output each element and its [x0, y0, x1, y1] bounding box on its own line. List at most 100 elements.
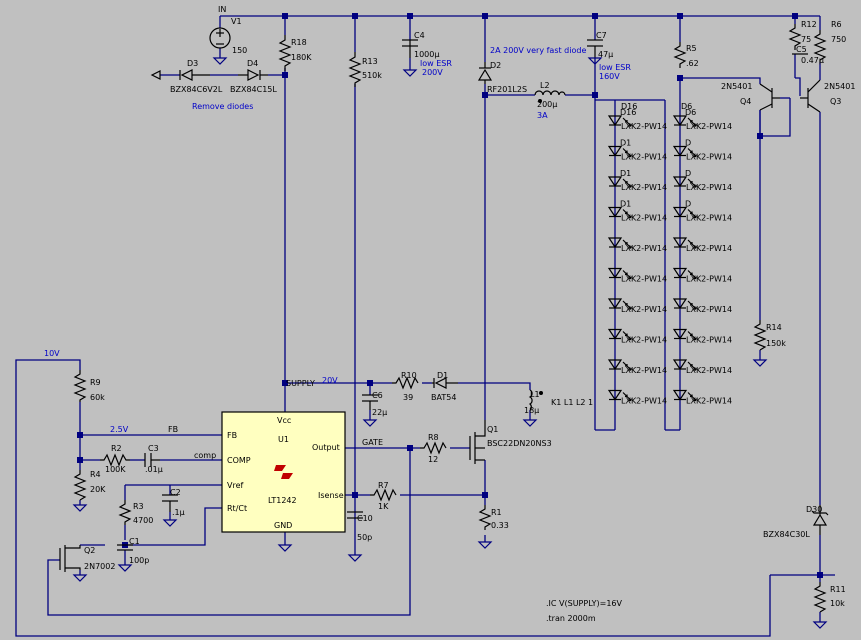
led-value: LXK2-PW14 [621, 153, 667, 162]
c4-note1: low ESR [420, 59, 452, 68]
r7-value: 1K [378, 502, 389, 511]
k1-coupling: K1 L1 L2 1 [551, 398, 593, 407]
r10-name: R10 [401, 371, 417, 380]
c7-value: 47µ [598, 50, 613, 59]
c6-name: C6 [372, 391, 383, 400]
left-led-8: LXK2-PW14 [607, 328, 667, 345]
pin-vcc: Vcc [277, 416, 291, 425]
r1-value: 0.33 [491, 521, 509, 530]
q2-name: Q2 [84, 546, 95, 555]
c10-value: 50p [357, 533, 372, 542]
d16-name: D16 [621, 102, 637, 111]
transistors [59, 79, 821, 572]
right-led-6: LXK2-PW14 [672, 267, 732, 284]
c5-value: 0.47µ [801, 56, 824, 65]
r2-value: 100K [105, 465, 126, 474]
q3-value: 2N5401 [824, 82, 855, 91]
left-led-7: LXK2-PW14 [607, 298, 667, 314]
right-led-7: LXK2-PW14 [672, 298, 732, 314]
r3-value: 4700 [133, 516, 153, 525]
led-name: D [685, 169, 691, 178]
r18-name: R18 [291, 38, 307, 47]
led-name: D [685, 139, 691, 148]
led-value: LXK2-PW14 [686, 244, 732, 253]
d2-name: D2 [490, 61, 501, 70]
d1-name: D1 [437, 371, 448, 380]
remove-diodes-note: Remove diodes [192, 102, 253, 111]
led-value: LXK2-PW14 [621, 275, 667, 284]
c1-name: C1 [129, 537, 140, 546]
r14-name: R14 [766, 323, 782, 332]
led-value: LXK2-PW14 [686, 275, 732, 284]
r7-name: R7 [378, 481, 389, 490]
labels: IN V1 150 R18 180K R13 510k C4 1000µ low… [44, 5, 855, 623]
pin-rtct: Rt/Ct [227, 504, 247, 513]
pin-vref: Vref [227, 481, 244, 490]
q1-name: Q1 [487, 425, 498, 434]
l2-name: L2 [540, 81, 550, 90]
led-value: LXK2-PW14 [686, 397, 732, 406]
right-led-10: LXK2-PW14 [672, 389, 732, 406]
right-led-8: LXK2-PW14 [672, 328, 732, 345]
junctions [77, 13, 823, 578]
left-led-9: LXK2-PW14 [607, 359, 667, 375]
grounds [72, 57, 828, 629]
v1-name: V1 [231, 17, 242, 26]
left-led-6: LXK2-PW14 [607, 267, 667, 284]
ic-u1-body [221, 411, 346, 533]
r6-name: R6 [831, 20, 842, 29]
c4-name: C4 [414, 31, 425, 40]
d3-name: D3 [187, 59, 198, 68]
led-value: LXK2-PW14 [686, 305, 732, 314]
r12-name: R12 [801, 20, 817, 29]
led-value: LXK2-PW14 [621, 397, 667, 406]
d1-value: BAT54 [431, 393, 456, 402]
pin-comp: COMP [227, 456, 251, 465]
d3-value: BZX84C6V2L [170, 85, 223, 94]
right-led-2: D LXK2-PW14 [672, 139, 732, 162]
led-value: LXK2-PW14 [686, 122, 732, 131]
inductors [528, 90, 566, 411]
lt-logo-icon [274, 465, 293, 479]
arrow-icon [150, 70, 161, 80]
r1-name: R1 [491, 508, 502, 517]
l1-name: L1 [530, 390, 540, 399]
right-led-5: LXK2-PW14 [672, 237, 732, 253]
r13-value: 510k [362, 71, 382, 80]
d30-value: BZX84C30L [763, 530, 810, 539]
d4-value: BZX84C15L [230, 85, 277, 94]
net-label-in: IN [218, 5, 226, 14]
led-value: LXK2-PW14 [621, 183, 667, 192]
r11-value: 10k [830, 599, 845, 608]
r5-value: .62 [686, 59, 699, 68]
c4-value: 1000µ [414, 50, 439, 59]
d2-note: 2A 200V very fast diode [490, 46, 586, 55]
led-value: LXK2-PW14 [686, 153, 732, 162]
r18-value: 180K [291, 53, 312, 62]
led-value: LXK2-PW14 [686, 336, 732, 345]
c2-value: .1µ [172, 508, 185, 517]
r8-name: R8 [428, 433, 439, 442]
wires [15, 15, 835, 637]
c4-note2: 200V [422, 68, 443, 77]
r4-name: R4 [90, 470, 101, 479]
q3-name: Q3 [830, 97, 841, 106]
d2-value: RF201L2S [487, 85, 527, 94]
pin-gnd: GND [274, 521, 292, 530]
r11-name: R11 [830, 585, 846, 594]
led-strings: D16LXK2-PW14D1LXK2-PW14D1LXK2-PW14D1LXK2… [607, 108, 732, 406]
r2-name: R2 [111, 444, 122, 453]
c2-name: C2 [170, 488, 181, 497]
q1-value: BSC22DN20NS3 [487, 439, 552, 448]
led-name: D [685, 200, 691, 209]
c1-value: 100p [129, 556, 149, 565]
c3-value: .01µ [145, 465, 163, 474]
led-value: LXK2-PW14 [621, 305, 667, 314]
